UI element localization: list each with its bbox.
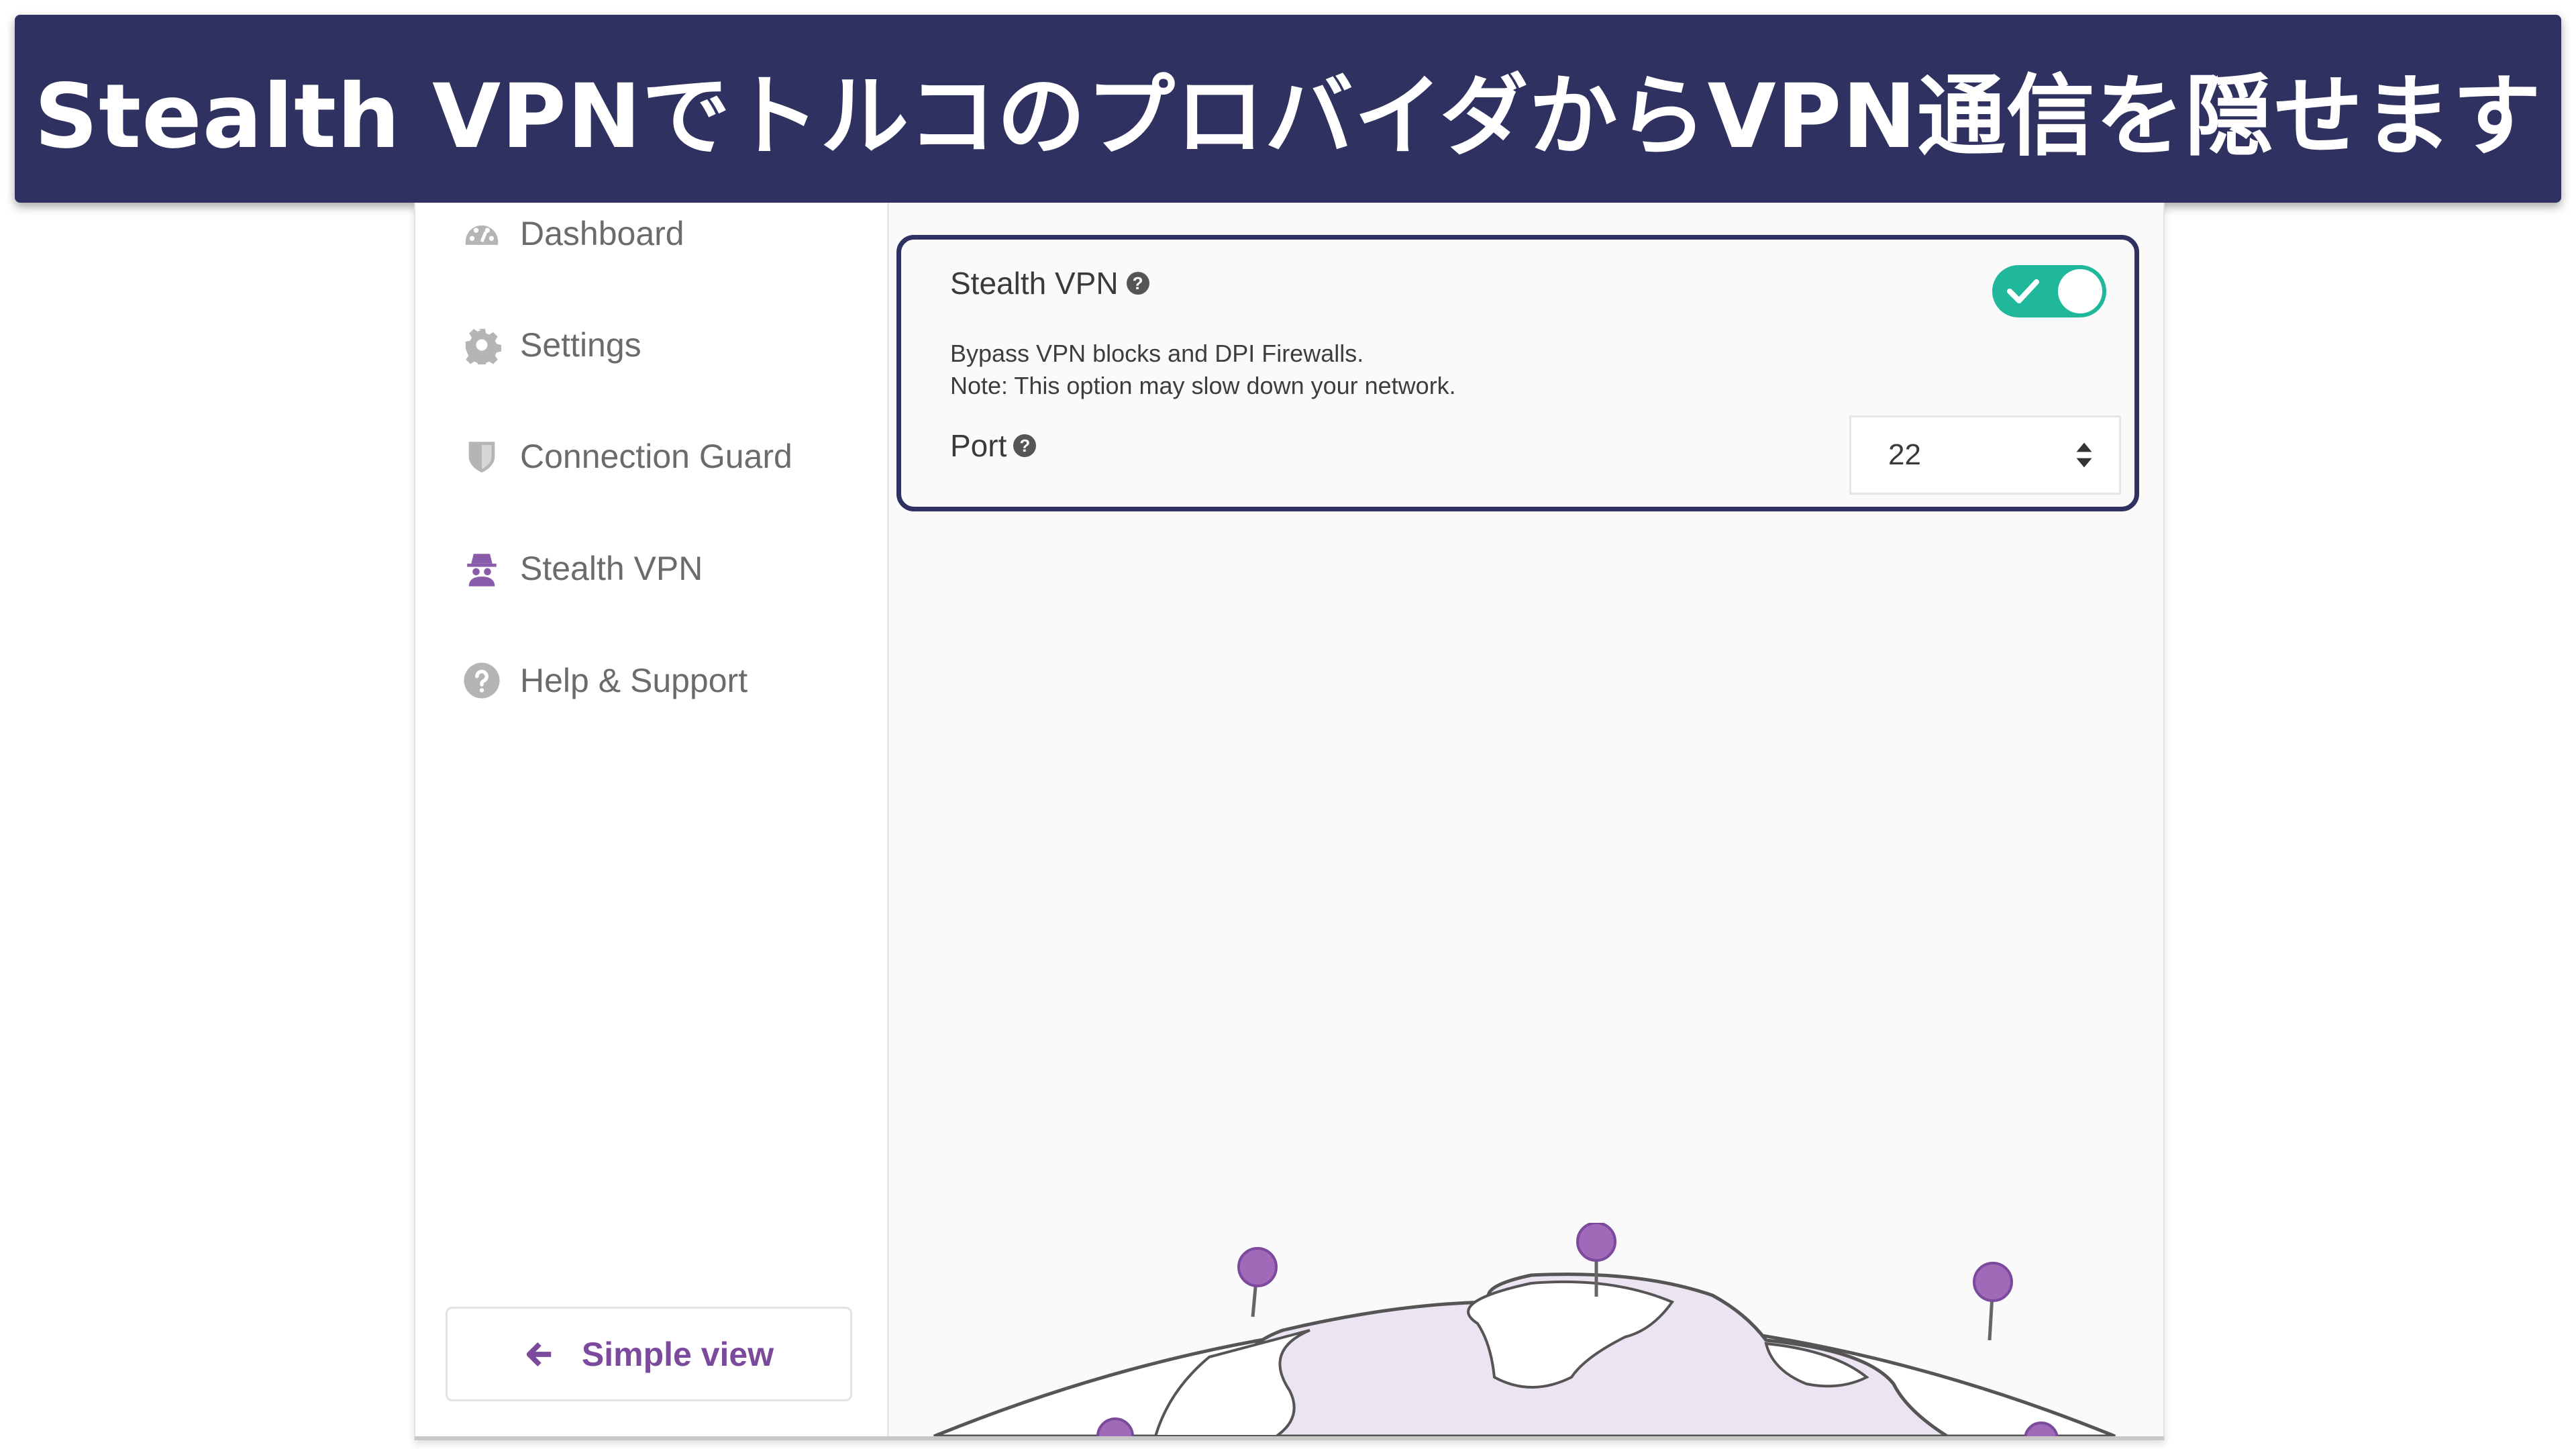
sidebar-item-connection-guard[interactable]: Connection Guard — [462, 426, 792, 487]
sort-arrows-icon — [2076, 442, 2092, 468]
port-value: 22 — [1888, 438, 1921, 471]
simple-view-label: Simple view — [581, 1335, 774, 1373]
question-circle-icon — [462, 661, 501, 700]
spy-icon — [462, 549, 501, 588]
help-icon[interactable]: ? — [1126, 272, 1149, 295]
location-pin-icon[interactable] — [1096, 1417, 1134, 1436]
gear-icon — [462, 326, 501, 364]
toggle-knob — [2058, 269, 2102, 313]
sidebar-item-label: Help & Support — [520, 662, 748, 699]
banner-title: Stealth VPNでトルコのプロバイダからVPN通信を隠せます — [34, 64, 2542, 168]
location-pin-icon[interactable] — [2024, 1421, 2059, 1436]
checkmark-icon — [2007, 279, 2039, 303]
stealth-vpn-panel: Stealth VPN ? Bypass VPN blocks and DPI … — [896, 235, 2139, 511]
description-line-2: Note: This option may slow down your net… — [950, 372, 1456, 399]
arrow-left-icon — [526, 1342, 552, 1366]
sidebar: Dashboard Settings Connection Guard Stea… — [415, 203, 889, 1436]
location-pin-icon[interactable] — [1973, 1262, 2013, 1341]
sidebar-item-label: Connection Guard — [520, 438, 792, 475]
stealth-vpn-title: Stealth VPN — [950, 266, 1119, 301]
location-pin-icon[interactable] — [1576, 1223, 1616, 1297]
sidebar-item-settings[interactable]: Settings — [462, 315, 641, 375]
globe-map — [933, 1223, 2116, 1436]
sidebar-item-dashboard[interactable]: Dashboard — [462, 203, 684, 264]
port-select[interactable]: 22 — [1849, 415, 2121, 495]
stealth-vpn-toggle[interactable] — [1992, 265, 2106, 317]
port-help-icon[interactable]: ? — [1013, 434, 1037, 457]
sidebar-item-label: Settings — [520, 326, 641, 364]
port-label: Port — [950, 428, 1007, 463]
sidebar-item-label: Dashboard — [520, 215, 684, 252]
description-line-1: Bypass VPN blocks and DPI Firewalls. — [950, 340, 1364, 367]
simple-view-button[interactable]: Simple view — [446, 1307, 852, 1401]
shield-icon — [462, 437, 501, 476]
app-window: Dashboard Settings Connection Guard Stea… — [414, 203, 2165, 1440]
dashboard-icon — [462, 214, 501, 253]
sidebar-item-label: Stealth VPN — [520, 550, 703, 587]
sidebar-item-help-support[interactable]: Help & Support — [462, 650, 748, 711]
title-banner: Stealth VPNでトルコのプロバイダからVPN通信を隠せます — [15, 15, 2561, 203]
port-label-group: Port ? — [950, 428, 1037, 464]
stealth-vpn-heading: Stealth VPN ? — [950, 265, 1149, 301]
sidebar-item-stealth-vpn[interactable]: Stealth VPN — [462, 538, 703, 599]
stealth-vpn-description: Bypass VPN blocks and DPI Firewalls. Not… — [950, 338, 1456, 402]
location-pin-icon[interactable] — [1237, 1247, 1278, 1317]
